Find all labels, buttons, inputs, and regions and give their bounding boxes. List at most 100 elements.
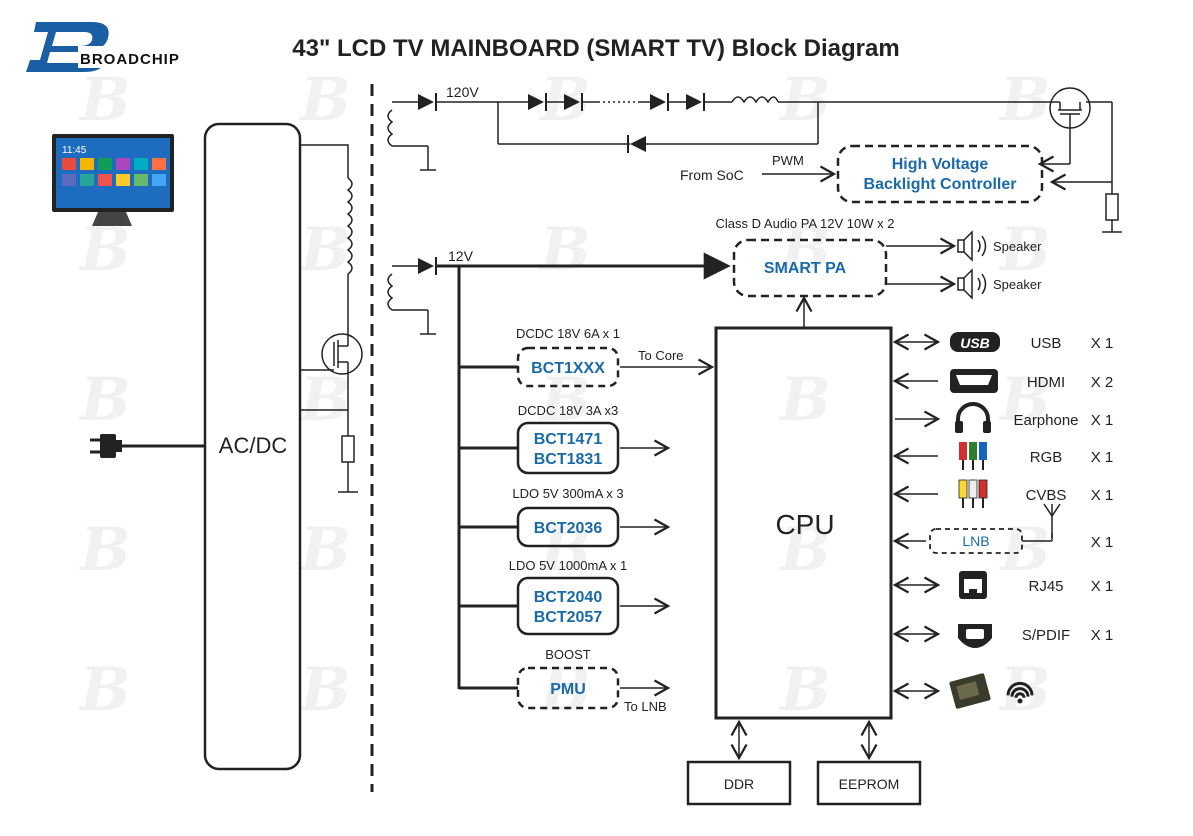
lnb-icon-text: LNB	[962, 533, 989, 549]
lv-diode	[418, 257, 437, 275]
interface-row: RJ45 X 1	[892, 571, 1114, 599]
interface-qty: X 1	[1091, 627, 1114, 644]
power-block-part: PMU	[550, 681, 586, 698]
svg-text:B: B	[298, 515, 351, 585]
svg-text:B: B	[78, 515, 131, 585]
led-string	[436, 96, 1060, 145]
svg-text:B: B	[298, 365, 351, 435]
power-block-1: DCDC 18V 6A x 1 BCT1XXX To Core	[459, 326, 715, 388]
interface-qty: X 1	[1091, 412, 1114, 429]
hv-diode	[418, 93, 437, 111]
interface-row: HDMI X 2	[892, 369, 1114, 393]
power-block-box	[516, 346, 620, 388]
page-title: 43" LCD TV MAINBOARD (SMART TV) Block Di…	[292, 35, 899, 62]
power-block-part: BCT1471	[534, 431, 603, 448]
svg-text:B: B	[998, 215, 1051, 285]
backlight-line1: High Voltage	[892, 156, 989, 173]
power-block-spec: DCDC 18V 6A x 1	[516, 326, 620, 341]
hdmi-icon	[950, 369, 998, 393]
eeprom-block	[816, 760, 922, 806]
speaker-icon	[957, 230, 987, 262]
interface-name: HDMI	[1027, 374, 1065, 391]
interface-qty: X 2	[1091, 374, 1114, 391]
svg-text:B: B	[538, 515, 591, 585]
cvbs-icon	[958, 479, 1061, 538]
interface-qty: X 1	[1091, 578, 1114, 595]
interface-qty: X 1	[1091, 487, 1114, 504]
svg-text:B: B	[298, 215, 351, 285]
spdif-icon	[958, 624, 992, 648]
interface-qty: X 1	[1091, 335, 1114, 352]
power-block-part: BCT2057	[534, 609, 603, 626]
svg-text:B: B	[78, 655, 131, 725]
interface-qty: X 1	[1091, 449, 1114, 466]
svg-text:B: B	[298, 655, 351, 725]
power-output-label: To Core	[638, 348, 684, 363]
smart-pa-block	[732, 238, 888, 298]
power-block-part: BCT1831	[534, 451, 603, 468]
svg-text:B: B	[778, 365, 831, 435]
backlight-controller-block	[836, 144, 1044, 204]
interface-name: RJ45	[1028, 578, 1063, 595]
power-block-part: BCT1XXX	[531, 360, 605, 377]
interface-row: Earphone X 1	[895, 402, 1114, 433]
power-block-spec: LDO 5V 1000mA x 1	[509, 558, 628, 573]
svg-text:B: B	[998, 365, 1051, 435]
lv-secondary	[387, 265, 436, 335]
power-block-part: BCT2036	[534, 520, 603, 537]
cpu-label: CPU	[775, 509, 834, 540]
smart-pa-label: SMART PA	[764, 260, 847, 277]
usb-icon: USB	[950, 332, 1000, 352]
ddr-label: DDR	[724, 776, 754, 792]
interface-name: S/PDIF	[1022, 627, 1070, 644]
svg-text:B: B	[778, 215, 831, 285]
svg-text:B: B	[78, 65, 131, 135]
svg-text:B: B	[298, 65, 351, 135]
cpu-block	[714, 326, 893, 720]
power-block-box	[516, 576, 620, 636]
lnb-icon: LNB	[929, 528, 1053, 554]
interface-row	[892, 673, 1034, 709]
speaker1-label: Speaker	[993, 239, 1042, 254]
power-plug-icon	[90, 434, 122, 458]
svg-text:B: B	[778, 655, 831, 725]
power-output-label: To LNB	[624, 699, 667, 714]
svg-text:B: B	[538, 655, 591, 725]
rj45-icon	[959, 571, 987, 599]
power-block-spec: LDO 5V 300mA x 3	[512, 486, 623, 501]
acdc-label: AC/DC	[219, 433, 288, 458]
power-block-box	[516, 506, 620, 548]
backlight-mosfet-icon	[1049, 87, 1122, 233]
hv-secondary	[387, 101, 436, 171]
hv-voltage-label: 120V	[446, 84, 479, 100]
broadchip-logo: BROADCHIP	[26, 22, 180, 72]
logo-text: BROADCHIP	[80, 51, 180, 68]
power-block-box	[516, 421, 620, 475]
power-block-box	[516, 666, 620, 710]
interface-name: Earphone	[1013, 412, 1078, 429]
svg-text:B: B	[778, 65, 831, 135]
power-block-spec: DCDC 18V 3A x3	[518, 403, 618, 418]
led-diodes	[528, 93, 732, 153]
speaker2-label: Speaker	[993, 277, 1042, 292]
eeprom-label: EEPROM	[839, 776, 900, 792]
power-block-part: BCT2040	[534, 589, 603, 606]
svg-text:B: B	[78, 365, 131, 435]
svg-text:B: B	[78, 215, 131, 285]
from-soc-label: From SoC	[680, 167, 744, 183]
power-block-3: LDO 5V 300mA x 3 BCT2036	[459, 486, 671, 548]
usb-icon-text: USB	[960, 335, 990, 351]
svg-text:B: B	[778, 515, 831, 585]
wifi-icon	[949, 673, 1034, 709]
interface-row: S/PDIF X 1	[892, 624, 1114, 648]
acdc-block	[203, 122, 302, 771]
audio-spec-label: Class D Audio PA 12V 10W x 2	[716, 216, 895, 231]
backlight-line2: Backlight Controller	[864, 176, 1017, 193]
